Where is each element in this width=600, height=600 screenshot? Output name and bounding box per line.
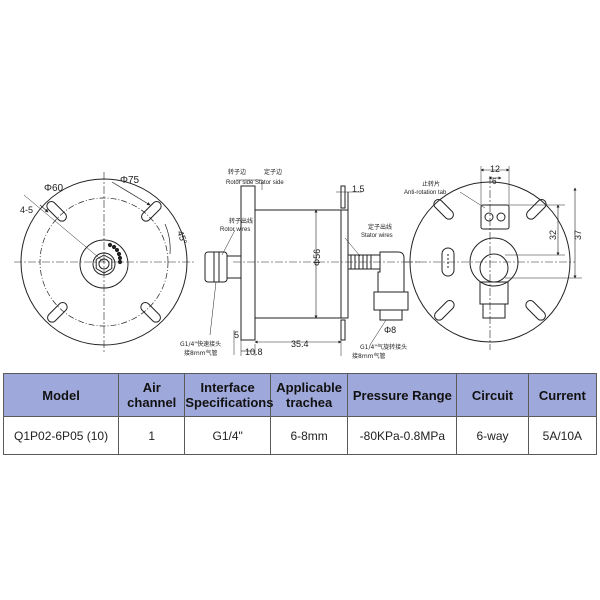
label-g14-swivel-cn: G1/4"气旋转接头 (360, 343, 407, 351)
cell-applicable-trachea: 6-8mm (269, 416, 349, 455)
hub-outer (79, 239, 129, 289)
slip-ring-body (254, 209, 342, 319)
header-circuit: Circuit (456, 373, 529, 417)
dim-10-8: 10.8 (245, 347, 263, 357)
label-anti-rotation-cn: 止转片 (422, 180, 440, 188)
dim-diameter-56: Φ56 (312, 249, 322, 266)
dim-diameter-75: Φ75 (120, 175, 140, 186)
label-rotor-stator-side: Rotor side Stator side (226, 180, 284, 186)
dim-diameter-8: Φ8 (384, 325, 396, 335)
label-g14-swivel-tube-cn: 接8mm气管 (352, 352, 386, 360)
dim-37: 37 (573, 230, 583, 240)
label-stator-wires-cn: 定子出线 (368, 223, 392, 231)
table-row: Q1P02-6P05 (10) 1 G1/4" 6-8mm -80KPa-0.8… (2, 416, 598, 455)
front-view-left (14, 172, 196, 352)
cell-current: 5A/10A (527, 416, 598, 455)
header-current: Current (527, 373, 598, 417)
front-view-right (405, 166, 582, 350)
hub-right (469, 237, 519, 287)
label-stator-side-cn: 定子边 (264, 168, 282, 176)
label-rotor-wires: Rotor wires (220, 227, 250, 233)
cell-interface-specifications: G1/4" (184, 416, 271, 455)
label-g14-quick-tube-cn: 接8mm气管 (184, 349, 218, 357)
dim-5: 5 (234, 330, 239, 340)
label-stator-wires: Stator wires (361, 233, 393, 239)
connector-slot (441, 247, 455, 277)
cell-pressure-range: -80KPa-0.8MPa (347, 416, 458, 455)
dim-12: 12 (490, 164, 500, 174)
dim-slot-width: 4-5 (20, 205, 33, 215)
dim-32: 32 (548, 230, 558, 240)
cell-air-channel: 1 (118, 416, 186, 455)
cell-circuit: 6-way (456, 416, 529, 455)
cell-model: Q1P02-6P05 (10) (2, 416, 120, 455)
dim-diameter-60: Φ60 (44, 183, 64, 194)
label-anti-rotation: Anti-rotation tab (404, 190, 447, 196)
swivel-elbow (377, 251, 405, 293)
label-rotor-side-cn: 转子边 (228, 168, 246, 176)
wire-bundle (107, 242, 123, 265)
side-view (204, 179, 420, 356)
dim-35-4: 35.4 (291, 339, 309, 349)
dim-1-5: 1.5 (352, 184, 365, 194)
dim-angle-45: 45° (175, 229, 189, 246)
label-rotor-wires-cn: 转子出线 (229, 217, 253, 225)
header-model: Model (2, 373, 120, 417)
quick-connector (204, 251, 228, 283)
header-pressure-range: Pressure Range (347, 373, 458, 417)
dim-6: 6 (492, 177, 497, 186)
anti-rotation-tab (480, 204, 510, 230)
technical-drawing: Φ60 Φ75 4-5 45° (14, 164, 583, 360)
label-g14-quick-cn: G1/4"快速接头 (180, 340, 221, 348)
rotor-flange (240, 185, 256, 341)
